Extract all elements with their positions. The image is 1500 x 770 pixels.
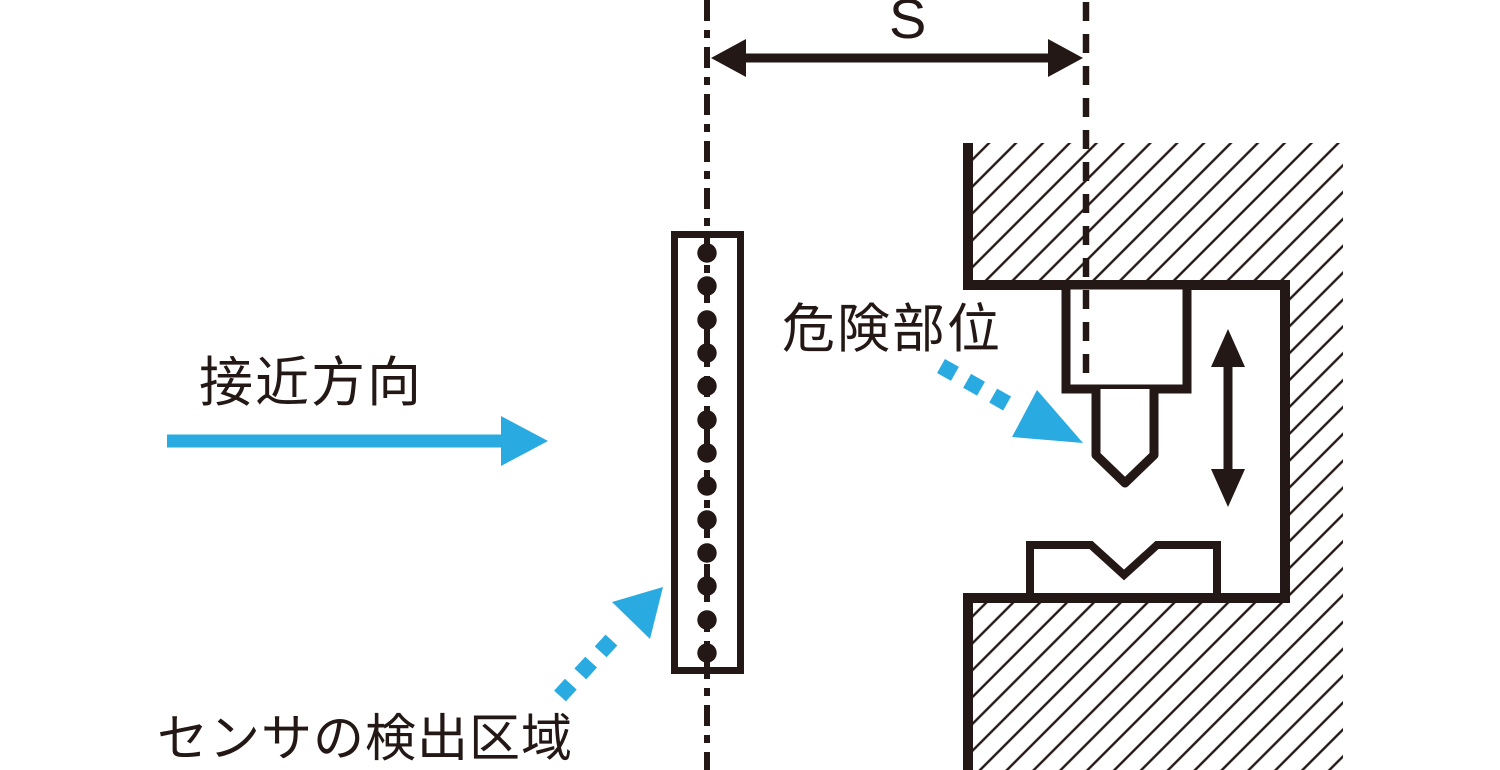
hazard-part-label: 危険部位 <box>782 300 1002 359</box>
detection-zone-pointer-arrow-icon <box>554 587 663 702</box>
stroke-motion-arrow-icon <box>1211 329 1245 507</box>
approach-direction-arrow-icon <box>167 416 548 466</box>
hazard-pointer-arrow-icon <box>937 359 1083 443</box>
press-punch <box>1091 389 1159 488</box>
approach-direction-label: 接近方向 <box>199 353 423 413</box>
s-dimension-arrow-icon <box>711 39 1083 77</box>
machine-frame-hatch <box>963 143 1343 770</box>
machine-frame-border <box>963 143 1290 770</box>
press-die <box>1026 541 1221 600</box>
detection-beam-dots <box>697 243 717 663</box>
sensor-detection-zone-label: センサの検出区域 <box>157 710 574 767</box>
distance-label: S <box>889 0 927 50</box>
